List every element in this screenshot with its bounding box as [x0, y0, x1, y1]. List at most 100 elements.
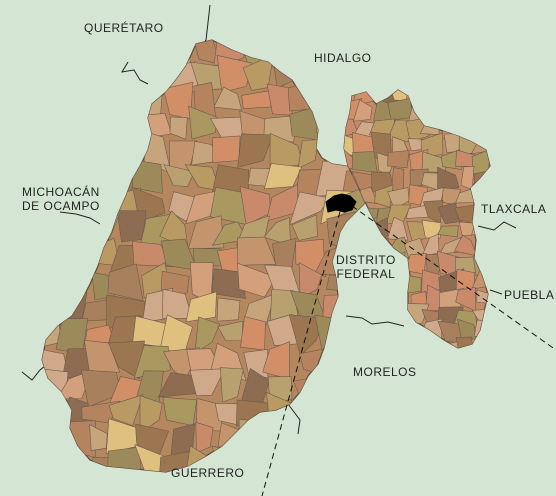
municipality-cell: [342, 448, 368, 472]
state-east-lobe: [343, 89, 514, 357]
municipality-cell: [136, 54, 168, 89]
queretaro-hidalgo-boundary: [121, 61, 149, 85]
municipality-cell: [371, 285, 395, 310]
morelos-guerrero-boundary: [287, 403, 301, 435]
municipality-cell: [493, 338, 509, 357]
municipality-cell: [42, 133, 65, 167]
label-puebla: PUEBLA: [504, 288, 555, 302]
municipality-cell: [185, 291, 217, 323]
label-michoacan: MICHOACÁN DE OCAMPO: [22, 185, 100, 213]
municipality-cell: [195, 421, 214, 454]
municipality-cell: [289, 399, 330, 421]
municipality-cell: [421, 219, 442, 239]
municipality-cell: [42, 40, 62, 69]
label-hidalgo: HIDALGO: [314, 51, 372, 65]
municipality-cell: [144, 88, 163, 118]
label-michoacan-line2: DE OCAMPO: [22, 199, 100, 213]
municipality-cell: [106, 446, 141, 472]
municipality-cell: [211, 268, 247, 299]
municipality-cell: [322, 451, 354, 472]
municipality-cell: [169, 116, 188, 140]
municipality-cell: [496, 135, 507, 156]
municipality-cell: [42, 267, 65, 301]
municipality-cell: [342, 398, 368, 430]
municipality-cell: [108, 340, 145, 380]
municipality-cell: [42, 239, 67, 275]
municipality-cell: [470, 338, 490, 348]
municipality-cell: [168, 191, 200, 222]
municipality-cell: [492, 117, 514, 140]
highlighted-municipality: [325, 193, 357, 213]
municipality-cell: [116, 210, 147, 243]
municipality-cell: [54, 85, 85, 119]
municipality-cell: [474, 119, 490, 136]
municipality-cell: [217, 422, 248, 453]
municipality-cell: [42, 81, 61, 119]
municipality-cell: [42, 292, 66, 320]
municipality-cell: [216, 55, 252, 93]
municipality-cell: [436, 90, 463, 107]
municipality-cell: [57, 55, 93, 82]
municipality-cell: [315, 392, 352, 435]
municipality-cell: [113, 113, 147, 145]
municipality-cell: [89, 424, 108, 451]
municipality-cell: [387, 322, 410, 340]
municipality-cell: [344, 318, 360, 346]
municipality-cell: [460, 121, 476, 138]
municipality-cell: [238, 418, 277, 460]
municipality-cell: [320, 343, 348, 378]
municipality-cell: [344, 302, 359, 323]
municipality-cell: [344, 284, 360, 309]
municipality-cell: [298, 262, 323, 300]
municipality-cell: [297, 139, 319, 169]
municipality-cell: [241, 89, 276, 109]
municipality-cell: [368, 308, 395, 325]
municipality-cell: [288, 314, 327, 356]
municipality-cell: [436, 98, 464, 123]
municipality-cell: [108, 40, 142, 62]
municipality-cell: [81, 53, 119, 88]
municipality-cell: [42, 452, 66, 472]
municipality-cell: [42, 61, 57, 85]
municipality-cell: [107, 263, 144, 302]
municipality-cell: [237, 133, 274, 168]
municipality-cell: [42, 397, 61, 426]
municipality-cell: [108, 142, 138, 165]
municipality-cell: [42, 222, 69, 253]
municipality-cell: [353, 325, 377, 346]
label-guerrero: GUERRERO: [171, 466, 245, 480]
municipality-cell: [314, 366, 354, 400]
label-queretaro: QUERÉTARO: [84, 21, 164, 35]
municipality-cell: [54, 109, 89, 148]
municipality-cell: [472, 252, 490, 277]
municipality-cell: [107, 59, 137, 95]
label-distrito-line1: DISTRITO: [336, 253, 396, 267]
municipality-cell: [493, 259, 512, 275]
municipality-cell: [387, 150, 410, 169]
municipality-cell: [353, 336, 379, 348]
municipality-cell: [352, 423, 368, 460]
municipality-cell: [240, 316, 266, 351]
municipality-cell: [262, 40, 295, 66]
municipality-cell: [437, 166, 460, 191]
municipality-cell: [488, 318, 490, 346]
municipality-cell: [424, 98, 445, 126]
puebla-boundary: [489, 289, 503, 295]
municipality-cell: [108, 394, 144, 426]
municipality-cell: [374, 320, 392, 343]
municipality-cell: [387, 216, 409, 241]
municipality-cell: [133, 40, 165, 70]
municipality-cell: [139, 395, 163, 434]
municipality-cell: [405, 274, 422, 294]
municipality-cell: [369, 341, 390, 348]
municipality-cell: [487, 151, 490, 171]
municipality-cell: [216, 297, 241, 322]
municipality-cell: [59, 248, 85, 278]
municipality-cell: [240, 368, 270, 405]
municipality-cell: [473, 319, 490, 338]
municipality-cell: [454, 90, 475, 105]
municipality-cell: [388, 341, 413, 348]
municipality-cell: [82, 107, 112, 138]
michoacan-boundary: [59, 211, 101, 225]
municipality-cell: [57, 40, 93, 66]
